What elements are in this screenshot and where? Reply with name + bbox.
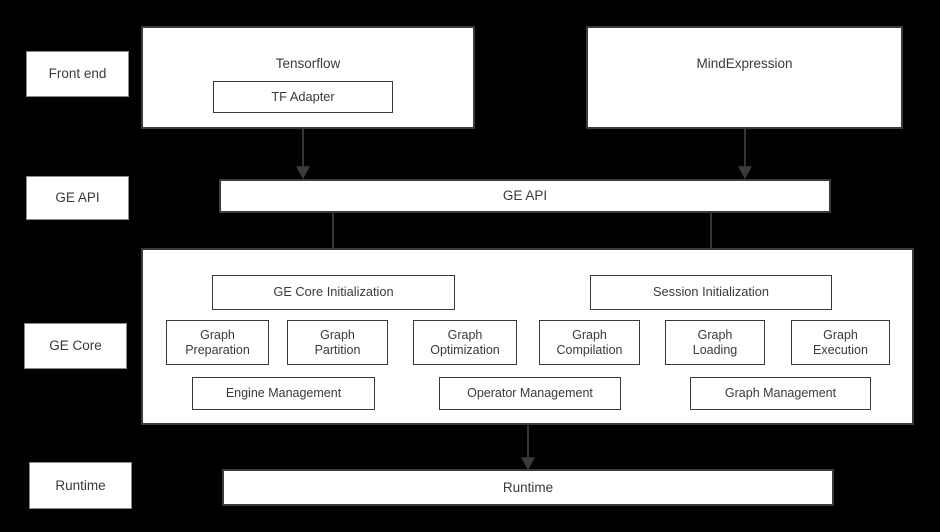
layer-label-runtime: Runtime [29,462,132,509]
runtime-bar[interactable]: Runtime [222,469,834,506]
layer-label-ge-api: GE API [26,176,129,220]
ge-api-bar[interactable]: GE API [219,179,831,213]
layer-label-ge-core: GE Core [24,323,127,369]
operator-management-label: Operator Management [467,386,593,401]
graph-compilation-label: Graph Compilation [556,328,623,357]
mindexpression-container: MindExpression [586,26,903,129]
tensorflow-container: Tensorflow [141,26,475,129]
engine-management-box[interactable]: Engine Management [192,377,375,410]
graph-partition-label: Graph Partition [314,328,361,357]
graph-execution-box[interactable]: Graph Execution [791,320,890,365]
layer-label-runtime-text: Runtime [55,477,106,493]
graph-management-box[interactable]: Graph Management [690,377,871,410]
tf-adapter-label: TF Adapter [271,88,335,104]
graph-management-label: Graph Management [724,386,837,401]
session-initialization-box[interactable]: Session Initialization [590,275,832,310]
graph-optimization-box[interactable]: Graph Optimization [413,320,517,365]
graph-compilation-box[interactable]: Graph Compilation [539,320,640,365]
graph-preparation-box[interactable]: Graph Preparation [166,320,269,365]
graph-optimization-label: Graph Optimization [430,328,500,357]
tensorflow-title: Tensorflow [275,56,341,71]
graph-partition-box[interactable]: Graph Partition [287,320,388,365]
layer-label-front-end-text: Front end [48,66,107,82]
ge-api-bar-label: GE API [502,188,548,204]
operator-management-box[interactable]: Operator Management [439,377,621,410]
layer-label-ge-core-text: GE Core [49,338,102,354]
runtime-bar-label: Runtime [502,479,554,495]
ge-core-initialization-label: GE Core Initialization [273,284,394,300]
layer-label-front-end: Front end [26,51,129,97]
engine-management-label: Engine Management [225,386,342,401]
layer-label-ge-api-text: GE API [55,190,100,206]
graph-preparation-label: Graph Preparation [185,328,250,357]
tf-adapter-box[interactable]: TF Adapter [213,81,393,113]
mindexpression-title: MindExpression [696,56,793,71]
graph-loading-label: Graph Loading [692,328,738,357]
ge-core-initialization-box[interactable]: GE Core Initialization [212,275,455,310]
session-initialization-label: Session Initialization [653,284,769,300]
graph-execution-label: Graph Execution [813,328,868,357]
graph-loading-box[interactable]: Graph Loading [665,320,765,365]
